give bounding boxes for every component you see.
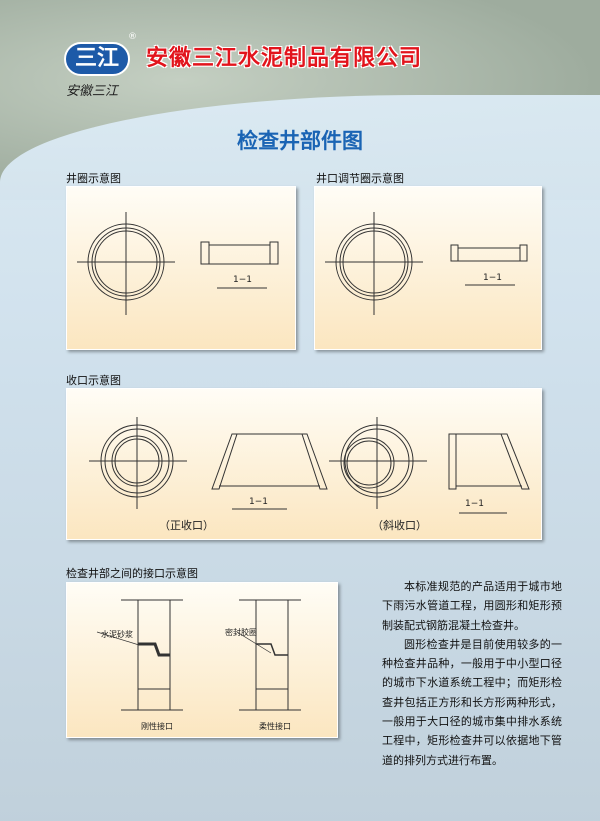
section-label: 1−1 bbox=[465, 499, 484, 509]
section-label: 1−1 bbox=[249, 497, 268, 507]
section-label: 1−1 bbox=[233, 275, 252, 285]
section-heading: 井圈示意图 bbox=[66, 172, 121, 185]
section-heading: 检查井部之间的接口示意图 bbox=[66, 567, 198, 580]
panel-well-ring: 1−1 bbox=[66, 186, 296, 350]
caption-straight: （正收口） bbox=[159, 519, 214, 532]
registered-mark: ® bbox=[128, 32, 137, 42]
panel-adjust-ring: 1−1 bbox=[314, 186, 542, 350]
logo: 三江 bbox=[64, 42, 130, 76]
adjust-ring-drawing bbox=[325, 212, 528, 315]
well-ring-drawing bbox=[77, 212, 279, 315]
company-name: 安徽三江水泥制品有限公司 bbox=[146, 46, 423, 71]
label-cement-mortar: 水泥砂浆 bbox=[101, 630, 133, 639]
description-paragraph: 圆形检查井是目前使用较多的一种检查井品种，一般用于中小型口径的城市下水道系统工程… bbox=[382, 637, 562, 767]
logo-signature: 安徽三江 bbox=[66, 84, 119, 99]
joints-drawing bbox=[96, 599, 301, 711]
label-sealing-ring: 密封胶圈 bbox=[225, 628, 257, 637]
description-paragraph: 本标准规范的产品适用于城市地下雨污水管道工程，用圆形和矩形预制装配式钢筋混凝土检… bbox=[382, 580, 562, 632]
panel-joints: 水泥砂浆 密封胶圈 刚性接口 柔性接口 bbox=[66, 582, 338, 738]
reducer-drawing bbox=[89, 417, 530, 514]
panel-reducer: 1−1 1−1 （正收口） （斜收口） bbox=[66, 388, 542, 540]
caption-flexible-joint: 柔性接口 bbox=[259, 722, 291, 731]
caption-rigid-joint: 刚性接口 bbox=[141, 722, 173, 731]
section-label: 1−1 bbox=[483, 273, 502, 283]
section-heading: 井口调节圈示意图 bbox=[316, 172, 404, 185]
section-heading: 收口示意图 bbox=[66, 374, 121, 387]
logo-text: 三江 bbox=[74, 46, 119, 71]
description-text: 本标准规范的产品适用于城市地下雨污水管道工程，用圆形和矩形预制装配式钢筋混凝土检… bbox=[382, 577, 562, 770]
page-title: 检查井部件图 bbox=[237, 129, 363, 153]
caption-oblique: （斜收口） bbox=[372, 519, 427, 532]
